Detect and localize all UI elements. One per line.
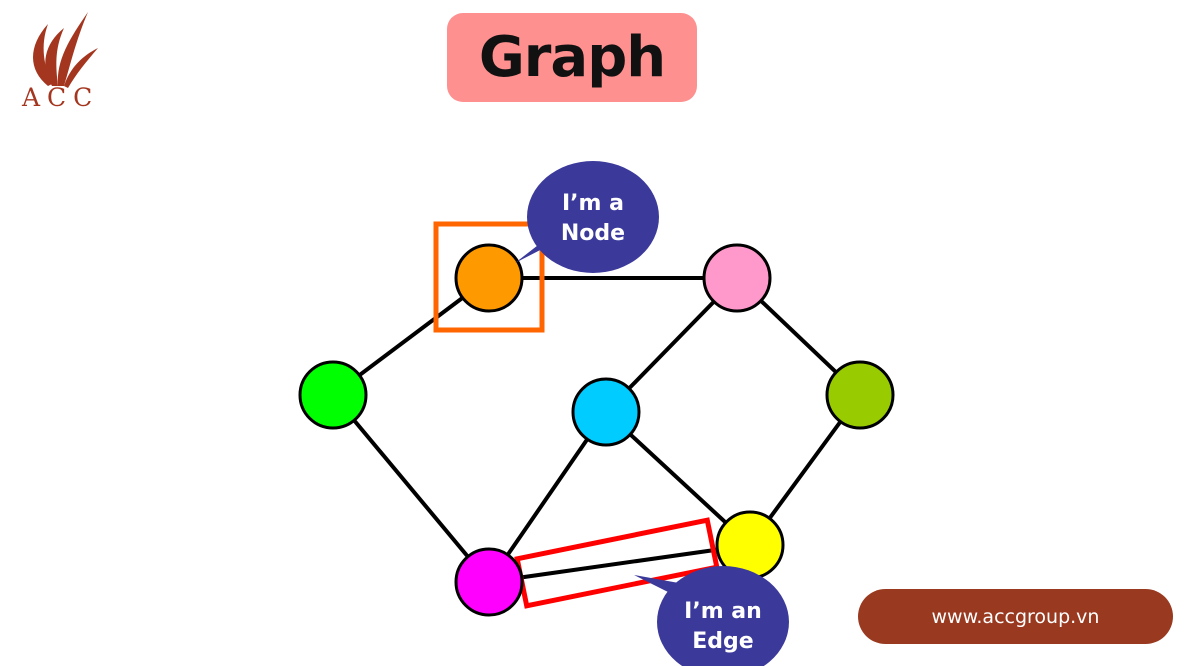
website-link-button[interactable]: www.accgroup.vn (858, 589, 1173, 644)
edge-callout: I’m an Edge (634, 566, 789, 666)
node-cyan (571, 377, 641, 447)
node-callout: I’m a Node (515, 161, 659, 273)
node-callout-line2: Node (561, 221, 625, 246)
node-callout-line1: I’m a (562, 191, 624, 216)
node-green (298, 360, 368, 430)
edge-magenta-yellow (488, 543, 751, 584)
nodes-layer (298, 243, 895, 617)
node-orange (454, 243, 524, 313)
website-text: www.accgroup.vn (931, 605, 1100, 628)
page-title: Graph (478, 25, 666, 90)
edge-callout-line2: Edge (692, 629, 753, 654)
node-callout-bubble (527, 161, 659, 273)
node-olive (825, 360, 895, 430)
node-pink (702, 243, 772, 313)
acc-logo-icon (33, 12, 98, 88)
node-highlight-box (433, 221, 545, 333)
logo-text: ACC (22, 83, 100, 112)
edge-callout-line1: I’m an (684, 599, 762, 624)
node-magenta (454, 547, 524, 617)
title-box: Graph (447, 13, 697, 102)
edge-callout-bubble (657, 566, 789, 666)
edge-green-magenta (331, 393, 491, 584)
